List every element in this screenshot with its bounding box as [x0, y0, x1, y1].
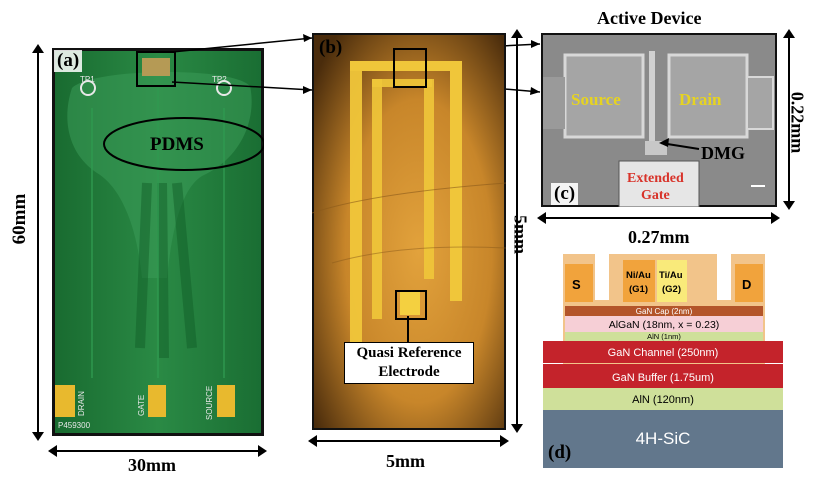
panel-a-height-dim: 60mm: [9, 193, 30, 245]
pcb-board-image: TP1 TP2 DRAIN GATE SOURCE P459300 PDMS: [52, 48, 264, 436]
arrow-head: [783, 29, 795, 38]
panel-a: TP1 TP2 DRAIN GATE SOURCE P459300 PDMS (…: [52, 48, 264, 436]
extended-gate-line2: Gate: [641, 188, 670, 203]
g1-name-label: (G1): [629, 284, 648, 295]
arrow-head: [537, 212, 546, 224]
panel-a-height-arrow: [37, 48, 39, 436]
source-label: Source: [571, 90, 621, 109]
aln-thick-label: AlN (120nm): [632, 394, 694, 406]
pdms-label: PDMS: [150, 134, 204, 155]
g1-metal-label: Ni/Au: [626, 270, 651, 281]
panel-b-height-dim: 5mm: [510, 215, 531, 254]
panel-c: Source Drain Extended Gate DMG (c): [541, 33, 777, 207]
gan-cap-label: GaN Cap (2nm): [636, 307, 693, 316]
layer-gan-cap: [565, 306, 763, 316]
drain-contact: [735, 264, 763, 302]
pdms-ellipse: [103, 117, 264, 171]
panel-d-label: (d): [548, 442, 572, 463]
pad-label-drain: DRAIN: [77, 391, 86, 416]
g1-contact: [623, 260, 655, 302]
pad-label-gate: GATE: [137, 395, 146, 416]
arrow-head: [500, 435, 509, 447]
board-id: P459300: [58, 421, 91, 430]
layer-aln-thin: [565, 332, 763, 341]
panel-c-height-arrow: [788, 33, 790, 207]
qre-label-line1: Quasi Reference: [356, 345, 462, 361]
layer-aln-thick: [543, 388, 783, 410]
panel-a-width-arrow: [52, 450, 264, 452]
layer-gan-channel: [543, 341, 783, 363]
arrow-head: [48, 445, 57, 457]
source-contact: [565, 264, 593, 302]
arrow-head: [511, 29, 523, 38]
panel-a-label: (a): [54, 50, 83, 72]
panel-b-zoom-box-qre: [395, 290, 427, 320]
dmg-label: DMG: [701, 143, 745, 163]
layer-stack: S D Ni/Au (G1) Ti/Au (G2) GaN Cap (2nm) …: [543, 254, 783, 468]
panel-c-height-dim: 0.22mm: [787, 91, 808, 154]
panel-c-label: (c): [551, 183, 579, 205]
gan-channel-label: GaN Channel (250nm): [608, 347, 719, 359]
drain-label: Drain: [679, 90, 722, 109]
gan-buffer-label: GaN Buffer (1.75um): [612, 372, 714, 384]
arrow-head: [32, 44, 44, 53]
arrow-head: [771, 212, 780, 224]
arrow-head: [783, 201, 795, 210]
arrow-head: [32, 432, 44, 441]
panel-b-zoom-box-device: [393, 48, 427, 88]
g2-contact: [657, 260, 687, 302]
contact-s-label: S: [572, 277, 581, 292]
panel-b-width-dim: 5mm: [386, 451, 425, 471]
panel-a-zoom-box: [136, 51, 176, 87]
gate-pad: [148, 385, 166, 417]
panel-c-width-arrow: [541, 217, 777, 219]
arrow-head: [308, 435, 317, 447]
g2-metal-label: Ti/Au: [659, 270, 683, 281]
pad-label-source: SOURCE: [205, 386, 214, 420]
contact-d-label: D: [742, 277, 751, 292]
substrate-label: 4H-SiC: [636, 429, 691, 448]
panel-a-width-dim: 30mm: [128, 455, 176, 475]
panel-b-height-arrow: [516, 33, 518, 430]
qre-label-box: Quasi Reference Electrode: [344, 342, 474, 384]
panel-b-width-arrow: [312, 440, 506, 442]
g2-name-label: (G2): [662, 284, 681, 295]
arrow-head: [511, 424, 523, 433]
tp2-label: TP2: [212, 75, 227, 84]
drain-pad: [55, 385, 75, 417]
panel-b-label: (b): [319, 37, 343, 58]
extended-gate-line1: Extended: [627, 171, 684, 186]
layer-algan: [565, 316, 763, 332]
aln-thin-label: AlN (1nm): [647, 332, 681, 341]
sem-image: Source Drain Extended Gate DMG: [543, 35, 775, 207]
qre-label-line2: Electrode: [378, 364, 440, 380]
algan-label: AlGaN (18nm, x = 0.23): [609, 319, 720, 331]
source-pad: [217, 385, 235, 417]
qre-arrow: [407, 316, 409, 342]
tp1-label: TP1: [80, 75, 95, 84]
panel-c-title: Active Device: [597, 8, 702, 28]
panel-c-width-dim: 0.27mm: [628, 227, 690, 247]
layer-gan-buffer: [543, 364, 783, 388]
panel-d: S D Ni/Au (G1) Ti/Au (G2) GaN Cap (2nm) …: [543, 250, 783, 470]
layer-substrate: [543, 410, 783, 468]
arrow-head: [258, 445, 267, 457]
